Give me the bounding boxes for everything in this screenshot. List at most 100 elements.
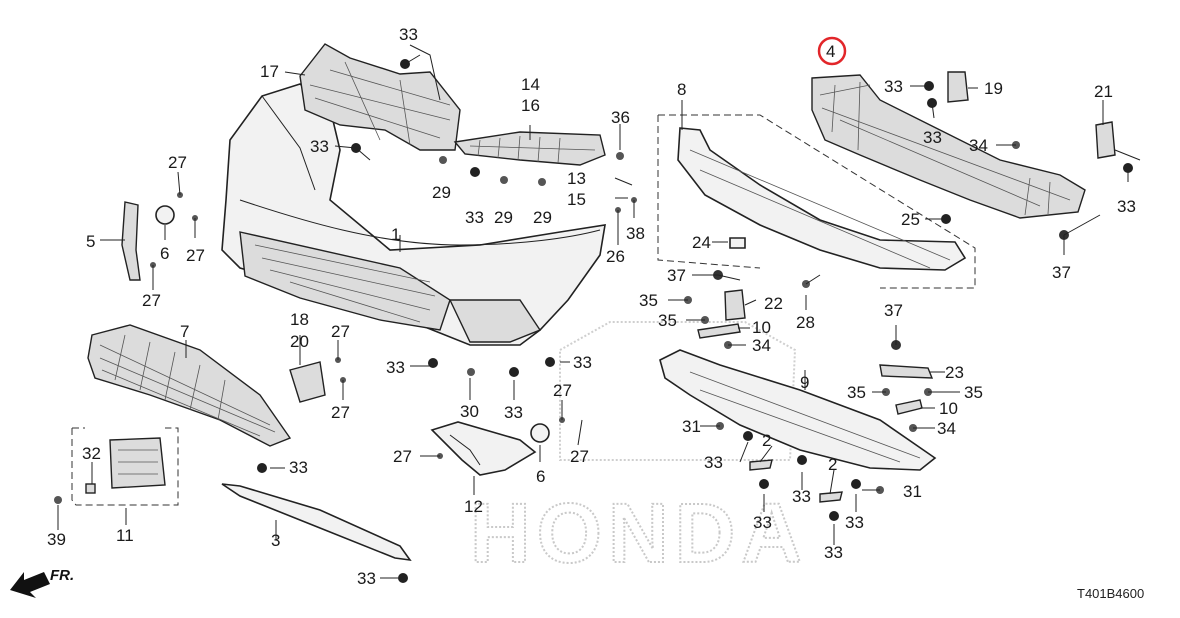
callout-10b: 10 xyxy=(939,399,958,418)
part-5-bracket[interactable] xyxy=(121,201,141,281)
part-3-molding[interactable] xyxy=(221,483,412,562)
fastener-33-h[interactable] xyxy=(797,455,807,465)
part-7-grille[interactable] xyxy=(87,324,292,447)
callout-29c: 29 xyxy=(533,208,552,227)
callout-17: 17 xyxy=(260,62,279,81)
callout-33b: 33 xyxy=(310,137,329,156)
callout-1: 1 xyxy=(391,225,400,244)
callout-6b: 6 xyxy=(536,467,545,486)
callout-33d: 33 xyxy=(884,77,903,96)
part-14-16-beam[interactable] xyxy=(453,131,606,166)
part-9-undercover[interactable] xyxy=(659,349,937,471)
part-4-absorber[interactable] xyxy=(811,74,1086,219)
fastener-30[interactable] xyxy=(467,368,475,376)
callout-18: 18 xyxy=(290,310,309,329)
callout-33l: 33 xyxy=(704,453,723,472)
callout-31b: 31 xyxy=(903,482,922,501)
part-23-bracket[interactable] xyxy=(879,364,934,379)
callout-22: 22 xyxy=(764,294,783,313)
fastener-29-c[interactable] xyxy=(538,178,546,186)
fastener-33-i[interactable] xyxy=(759,479,769,489)
part-12-garnish[interactable] xyxy=(430,421,537,476)
callout-33a: 33 xyxy=(399,25,418,44)
callout-34c: 34 xyxy=(937,419,956,438)
callout-39: 39 xyxy=(47,530,66,549)
part-11-plate[interactable] xyxy=(109,437,166,489)
callout-33i: 33 xyxy=(573,353,592,372)
callout-33c: 33 xyxy=(465,208,484,227)
fastener-33-k[interactable] xyxy=(829,511,839,521)
small-brackets xyxy=(85,71,1116,503)
honda-logo-mark xyxy=(559,321,797,461)
front-label: FR. xyxy=(50,567,74,584)
part-32-clip[interactable] xyxy=(85,483,96,494)
callout-36: 36 xyxy=(611,108,630,127)
callout-30: 30 xyxy=(460,402,479,421)
callout-33j: 33 xyxy=(289,458,308,477)
callout-27g: 27 xyxy=(570,447,589,466)
part-24-sticker[interactable] xyxy=(729,237,746,249)
callout-29b: 29 xyxy=(494,208,513,227)
fastener-33-n[interactable] xyxy=(545,357,555,367)
fastener-33-p[interactable] xyxy=(398,573,408,583)
part-22-bracket[interactable] xyxy=(724,289,746,321)
callout-33o: 33 xyxy=(845,513,864,532)
callout-20: 20 xyxy=(290,332,309,351)
callout-23: 23 xyxy=(945,363,964,382)
callout-31a: 31 xyxy=(682,417,701,436)
callout-4: 4 xyxy=(826,42,835,61)
fastener-29-a[interactable] xyxy=(439,156,447,164)
fastener-36[interactable] xyxy=(616,152,624,160)
callout-15: 15 xyxy=(567,190,586,209)
callout-16: 16 xyxy=(521,96,540,115)
callout-13: 13 xyxy=(567,169,586,188)
callout-33n: 33 xyxy=(753,513,772,532)
fastener-33-m[interactable] xyxy=(509,367,519,377)
part-18-20-bracket[interactable] xyxy=(289,361,326,403)
part-2b-clip[interactable] xyxy=(819,491,843,503)
front-arrow: FR. xyxy=(10,567,74,598)
callout-35a: 35 xyxy=(639,291,658,310)
part-8-strip[interactable] xyxy=(677,127,967,271)
fastener-29-b[interactable] xyxy=(500,176,508,184)
fastener-33-g[interactable] xyxy=(743,431,753,441)
callout-33k: 33 xyxy=(357,569,376,588)
callout-24: 24 xyxy=(692,233,711,252)
fastener-33-o[interactable] xyxy=(257,463,267,473)
part-21-bracket[interactable] xyxy=(1095,121,1116,159)
fastener-39[interactable] xyxy=(54,496,62,504)
callout-37a: 37 xyxy=(1052,263,1071,282)
callout-7: 7 xyxy=(180,322,189,341)
callout-8: 8 xyxy=(677,80,686,99)
honda-watermark: HONDA xyxy=(469,321,808,581)
part-10a-bracket[interactable] xyxy=(697,323,741,339)
callout-12: 12 xyxy=(464,497,483,516)
part-6b-cap[interactable] xyxy=(530,423,550,443)
fastener-33-j[interactable] xyxy=(851,479,861,489)
grille-group-outline xyxy=(71,427,179,506)
callout-37c: 37 xyxy=(884,301,903,320)
callout-29a: 29 xyxy=(432,183,451,202)
part-19-bracket[interactable] xyxy=(947,71,969,103)
front-arrow-icon xyxy=(10,572,50,598)
fastener-33-c[interactable] xyxy=(470,167,480,177)
part-6a-cap[interactable] xyxy=(155,205,175,225)
highlight-circle xyxy=(817,36,847,66)
callout-32: 32 xyxy=(82,444,101,463)
callout-3: 3 xyxy=(271,531,280,550)
callout-35b: 35 xyxy=(658,311,677,330)
leader-lines xyxy=(57,44,1141,579)
callout-10a: 10 xyxy=(752,318,771,337)
callout-14: 14 xyxy=(521,75,540,94)
part-17-bracket[interactable] xyxy=(299,43,461,151)
part-10b-bracket[interactable] xyxy=(895,399,923,415)
watermark-text: HONDA xyxy=(470,486,808,580)
callout-19: 19 xyxy=(984,79,1003,98)
callout-27a: 27 xyxy=(168,153,187,172)
callout-11: 11 xyxy=(116,526,134,545)
callout-33h: 33 xyxy=(504,403,523,422)
part-1-bumper[interactable] xyxy=(221,83,606,346)
part-2a-clip[interactable] xyxy=(749,459,773,471)
callout-27d: 27 xyxy=(331,322,350,341)
